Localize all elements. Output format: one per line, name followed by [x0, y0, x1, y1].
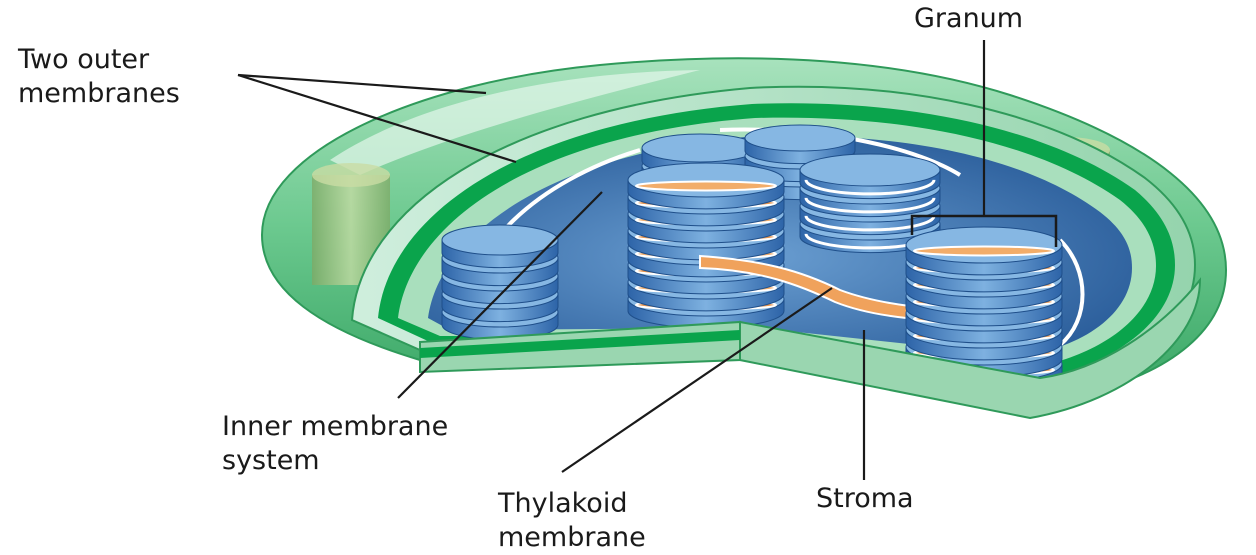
label-thylakoid-line2: membrane: [498, 522, 646, 553]
label-inner-membrane-line2: system: [222, 445, 320, 476]
thylakoid-disc-top: [441, 224, 559, 256]
thylakoid-highlight: [804, 197, 936, 214]
thylakoid-disc-top: [905, 226, 1063, 264]
label-outer-membranes: Two outer membranes: [18, 43, 180, 111]
label-granum: Granum: [914, 2, 1023, 36]
granum-back-3: [799, 153, 941, 254]
leader-lines: [237, 40, 986, 480]
granum-center: [627, 162, 785, 329]
inner-membrane-outline-right: [1058, 238, 1085, 347]
leader-outer-membrane-2: [237, 73, 517, 164]
label-outer-membranes-line1: Two outer: [18, 44, 150, 75]
label-granum-text: Granum: [914, 3, 1024, 34]
thylakoid-highlight: [804, 215, 936, 232]
granum-right: [905, 226, 1063, 395]
label-inner-membrane-system: Inner membrane system: [222, 410, 448, 478]
granum-left: [441, 224, 559, 341]
thylakoid-highlight: [804, 179, 936, 196]
thylakoid-disc-top: [744, 124, 856, 152]
thylakoid-disc-top: [641, 133, 759, 163]
thylakoid-lumen: [913, 245, 1055, 257]
front-cut-wall-right: [739, 277, 1202, 420]
dark-green-lip: [420, 330, 740, 358]
label-inner-membrane-line1: Inner membrane: [222, 411, 449, 442]
label-stroma: Stroma: [816, 482, 914, 516]
thylakoid-disc-top: [627, 162, 785, 198]
label-thylakoid-line1: Thylakoid: [498, 488, 628, 519]
label-stroma-text: Stroma: [816, 483, 914, 514]
leader-inner-membrane: [397, 191, 603, 399]
label-outer-membranes-line2: membranes: [18, 78, 180, 109]
thylakoid-lumen: [635, 180, 777, 192]
thylakoid-disc-top: [799, 153, 941, 187]
leader-outer-membrane-1: [237, 73, 487, 95]
label-thylakoid-membrane: Thylakoid membrane: [498, 487, 646, 555]
leader-thylakoid: [561, 287, 833, 473]
envelope-highlight: [330, 70, 700, 175]
